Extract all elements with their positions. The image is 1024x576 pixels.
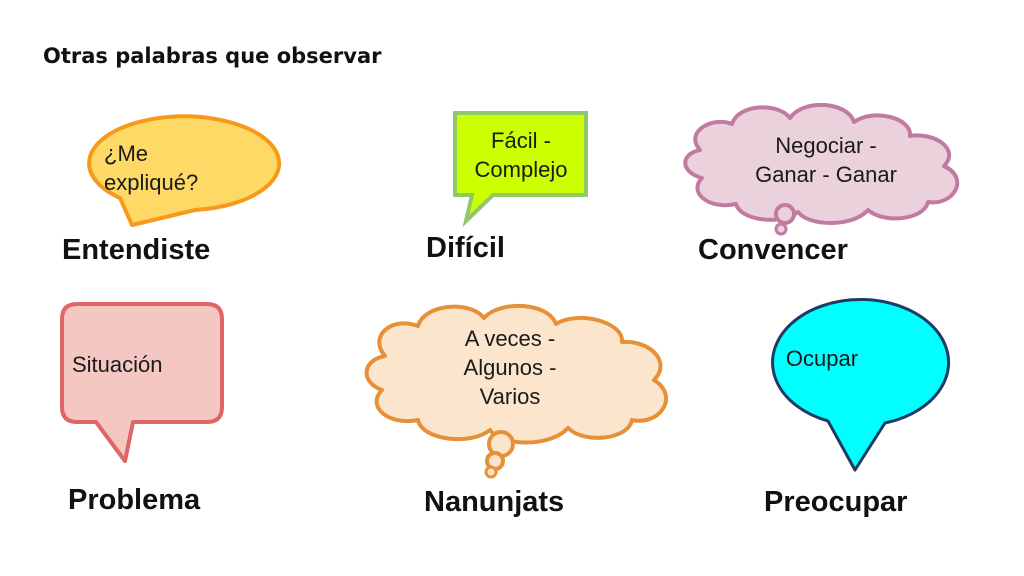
bubble-text-problema: Situación bbox=[72, 352, 163, 377]
bubble-text-preocupar: Ocupar bbox=[785, 346, 859, 371]
word-entendiste: Entendiste bbox=[62, 234, 211, 266]
word-convencer: Convencer bbox=[698, 234, 848, 266]
oval-callout-entendiste bbox=[87, 114, 282, 227]
cloud-callout-convencer bbox=[683, 103, 960, 236]
rect-callout-dificil bbox=[453, 111, 588, 228]
bubble-text-nanunjats: A veces - Algunos - Varios bbox=[463, 326, 557, 409]
word-preocupar: Preocupar bbox=[764, 486, 908, 518]
word-nanunjats: Nanunjats bbox=[424, 486, 565, 518]
bubble-text-convencer: Negociar - Ganar - Ganar bbox=[755, 133, 897, 187]
rounded-rect-callout-problema bbox=[60, 302, 224, 463]
cloud-callout-nanunjats bbox=[364, 304, 669, 479]
slide-title: Otras palabras que observar bbox=[43, 44, 382, 68]
bubble-text-dificil: Fácil - Complejo bbox=[474, 128, 568, 182]
bubble-text-entendiste: ¿Me expliqué? bbox=[104, 141, 199, 195]
word-dificil: Difícil bbox=[426, 232, 505, 264]
word-problema: Problema bbox=[68, 484, 201, 516]
oval-callout-preocupar bbox=[771, 298, 951, 472]
